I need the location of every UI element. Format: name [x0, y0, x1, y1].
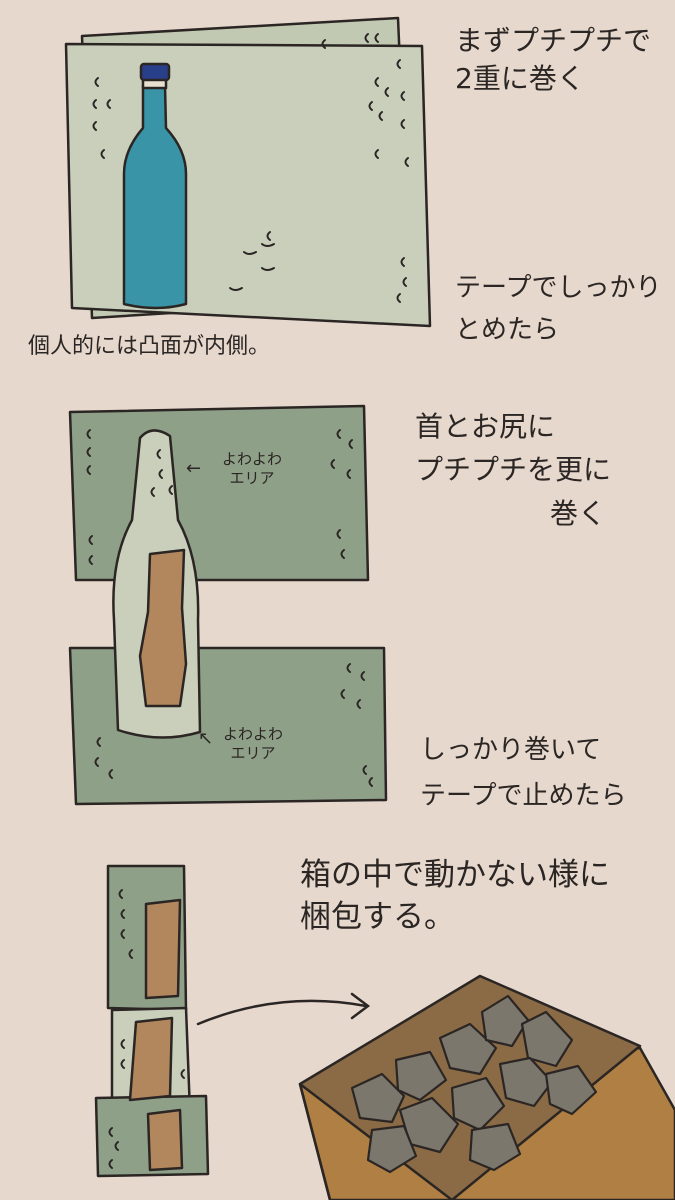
step3-instruction: しっかり巻いて テープで止めたら: [420, 735, 627, 811]
panel-1-bubble-wrap: [64, 16, 432, 328]
step1-tape-instruction: テープでしっかり とめたら: [455, 273, 662, 345]
arrow-icon: [196, 992, 371, 1026]
panel-2-wrapped-bottle: [112, 429, 202, 739]
step1-instruction: まずプチプチで 2重に巻く: [455, 24, 652, 95]
step4-instruction: 箱の中で動かない様に 梱包する。: [300, 857, 610, 935]
panel-2-wrap-top: [68, 404, 370, 582]
weak-area-pointer-bottom: ↖: [198, 728, 214, 749]
weak-area-label-bottom: よわよわ エリア: [223, 725, 284, 762]
panel-2-bubbles: [86, 429, 373, 787]
weak-area-label-top: よわよわ エリア: [222, 450, 283, 487]
panel-3-wrapped-roll: [94, 864, 210, 1178]
bottle-icon: [122, 62, 188, 310]
step1-side-note: 個人的には凸面が内側。: [28, 334, 271, 359]
weak-area-pointer-top: ←: [186, 458, 202, 479]
panel-3-roll-bubbles: [108, 889, 185, 1169]
cushioning-rocks: [350, 994, 598, 1174]
step2-instruction: 首とお尻に プチプチを更に 巻く: [415, 410, 612, 530]
panel-1-bubbles: [92, 33, 409, 303]
